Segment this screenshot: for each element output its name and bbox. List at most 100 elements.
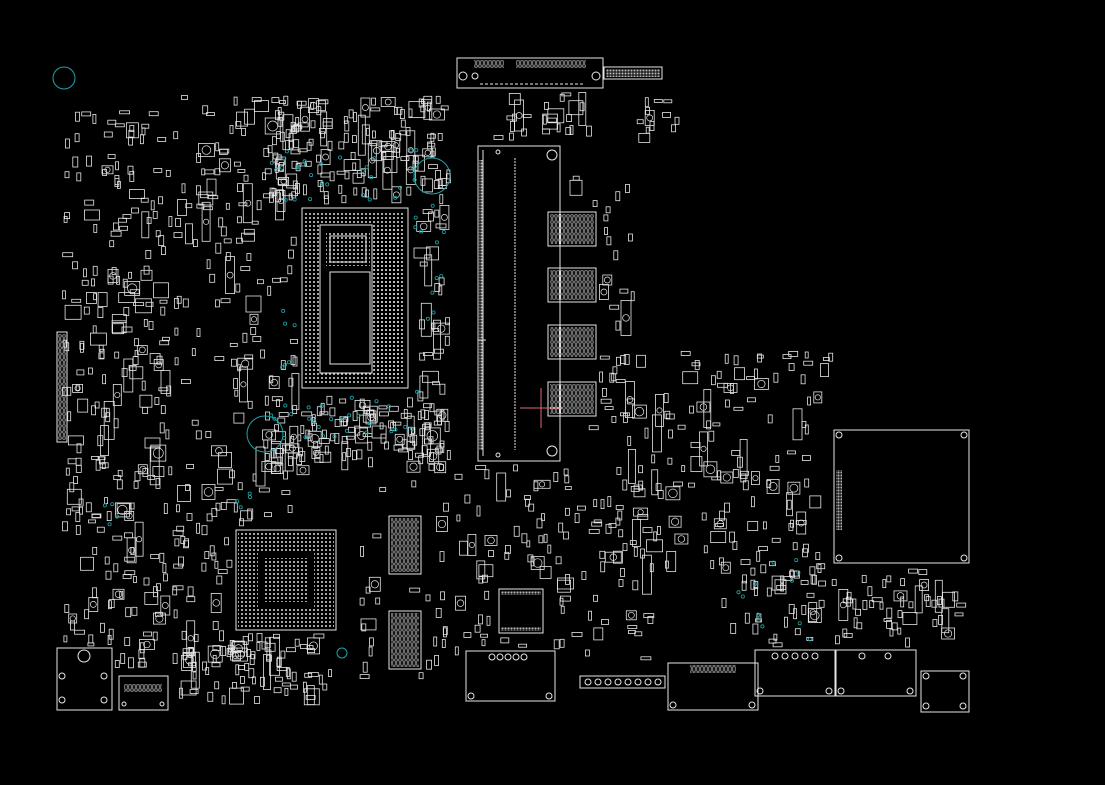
smd-component <box>150 554 160 559</box>
lan-controller[interactable] <box>498 588 544 634</box>
smd-component <box>304 160 312 167</box>
smd-component <box>147 474 156 480</box>
top-edge-connector[interactable] <box>456 57 604 89</box>
smd-component <box>569 125 574 135</box>
usb-port-1[interactable] <box>465 650 556 702</box>
component-pad <box>143 640 151 649</box>
component-pad <box>265 431 273 439</box>
smd-component <box>115 161 119 171</box>
smd-component <box>172 530 184 537</box>
smd-component <box>67 411 72 422</box>
smd-component <box>428 463 435 471</box>
ram-chip-2[interactable] <box>547 267 597 303</box>
smd-component <box>710 560 715 569</box>
smd-component <box>758 546 768 551</box>
smd-component <box>307 672 319 677</box>
smd-component <box>852 598 857 610</box>
via <box>413 225 418 230</box>
ram-chip-4[interactable] <box>547 381 597 417</box>
component-pad <box>104 166 111 173</box>
memory-chip-lower[interactable] <box>388 610 422 670</box>
component-pad <box>125 512 133 520</box>
smd-component <box>432 319 441 360</box>
smd-component <box>934 579 943 613</box>
smd-component <box>272 154 282 160</box>
ram-chip-1[interactable] <box>547 211 597 247</box>
large-ic-right[interactable] <box>833 429 970 564</box>
smd-component <box>288 193 293 201</box>
smd-component <box>160 370 171 394</box>
smd-component <box>577 505 586 511</box>
ram-chip-3[interactable] <box>547 324 597 360</box>
left-edge-connector[interactable] <box>56 331 68 443</box>
smd-component <box>174 357 179 366</box>
smd-component <box>655 483 662 492</box>
smd-component <box>264 637 271 649</box>
smd-component <box>556 123 561 133</box>
smd-component <box>77 398 89 413</box>
smd-component <box>114 174 120 185</box>
smd-component <box>682 371 699 385</box>
smd-component <box>215 502 221 511</box>
connector-strip-bottom[interactable] <box>579 675 666 689</box>
smd-component <box>159 299 168 304</box>
component-pad <box>603 276 611 284</box>
via <box>796 570 801 575</box>
audio-jack[interactable] <box>835 649 917 697</box>
smd-component <box>165 169 171 177</box>
smd-component <box>603 214 609 222</box>
smd-component <box>731 449 741 456</box>
smd-component <box>739 438 748 479</box>
smd-component <box>288 132 294 142</box>
smd-component <box>406 397 413 408</box>
smd-component <box>62 521 68 532</box>
smd-component <box>378 411 389 417</box>
usb-port-2[interactable] <box>754 649 836 697</box>
ram-sodimm-slot[interactable] <box>477 145 561 462</box>
smd-component <box>143 631 152 637</box>
smd-component <box>206 178 217 196</box>
smd-component <box>158 235 165 247</box>
pin-header[interactable] <box>603 66 663 80</box>
smd-component <box>157 137 167 142</box>
smd-component <box>124 556 136 562</box>
memory-chip-upper[interactable] <box>388 515 422 575</box>
component-pad <box>814 394 821 401</box>
smd-component <box>359 597 365 606</box>
component-pad <box>722 564 730 572</box>
dc-jack[interactable] <box>920 670 970 713</box>
smd-component <box>219 148 230 154</box>
smd-component <box>719 510 725 521</box>
smd-component <box>746 376 755 381</box>
smd-component <box>134 521 144 557</box>
smd-component <box>476 505 481 517</box>
component-pad <box>155 614 164 623</box>
mounting-hole <box>52 66 76 90</box>
via <box>102 503 107 508</box>
smd-component <box>628 233 633 242</box>
component-pad <box>201 145 212 155</box>
smd-component <box>419 375 429 399</box>
component-pad <box>668 488 678 498</box>
smd-component <box>173 563 184 569</box>
smd-component <box>818 580 826 587</box>
smd-component <box>220 646 227 656</box>
smd-component <box>271 136 277 146</box>
smd-component <box>421 370 439 383</box>
smd-component <box>289 425 299 448</box>
ethernet-port[interactable] <box>667 662 759 711</box>
pch-bga-package[interactable] <box>235 529 337 631</box>
smd-component <box>79 506 83 515</box>
smd-component <box>71 298 82 303</box>
smd-component <box>555 556 562 565</box>
vga-port[interactable] <box>56 647 113 711</box>
via <box>356 413 361 418</box>
smd-component <box>267 285 272 296</box>
component-pad <box>727 384 734 392</box>
hdmi-port[interactable] <box>118 675 169 711</box>
smd-component <box>725 399 730 408</box>
cpu-bga-package[interactable] <box>301 207 409 389</box>
smd-component <box>109 240 115 248</box>
smd-component <box>408 101 426 118</box>
